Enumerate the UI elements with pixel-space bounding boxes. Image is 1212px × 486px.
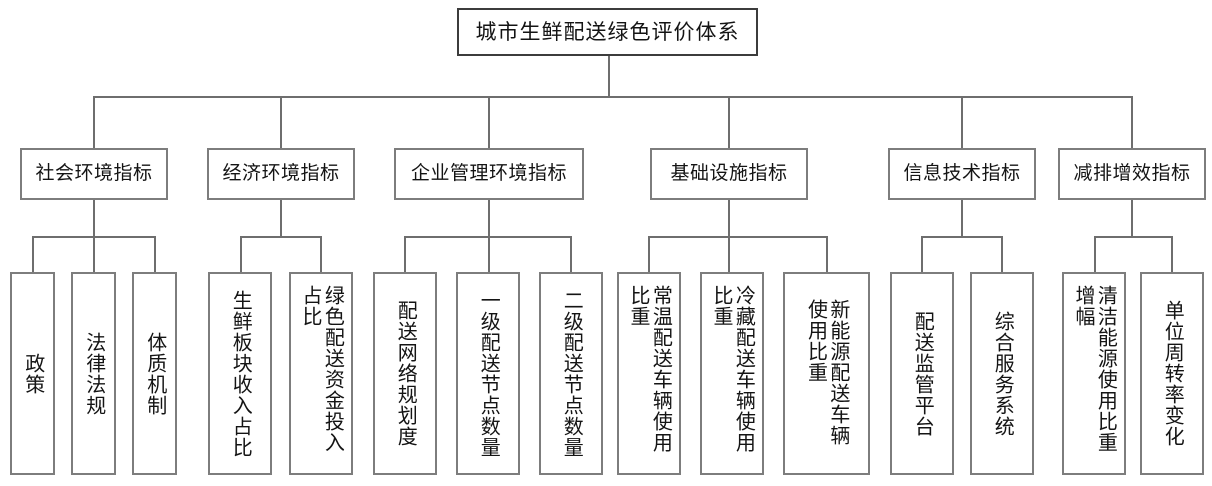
connector-group-2-drop-2: [320, 236, 322, 273]
category-node-information-technology[interactable]: 信息技术指标: [888, 148, 1036, 200]
leaf-node-primary-delivery-node-count[interactable]: 一级配送节点数量: [456, 272, 520, 475]
connector-bus-to-category-3: [488, 96, 490, 148]
leaf-node-integrated-service-system[interactable]: 综合服务系统: [970, 272, 1034, 475]
connector-group-4-drop-3: [826, 236, 828, 273]
leaf-label: 配送网络规划度: [394, 300, 417, 447]
leaf-node-fresh-sector-revenue-share[interactable]: 生鲜板块收入占比: [208, 272, 272, 475]
connector-group-2-bus: [240, 236, 321, 238]
leaf-node-policy[interactable]: 政策: [10, 272, 55, 475]
connector-group-4-drop-1: [648, 236, 650, 273]
leaf-node-new-energy-delivery-vehicle-share[interactable]: 新能源配送车辆使用比重: [783, 272, 870, 475]
leaf-node-unit-turnover-rate-change[interactable]: 单位周转率变化: [1140, 272, 1204, 475]
category-label: 企业管理环境指标: [410, 162, 567, 184]
leaf-label: 政策: [21, 352, 44, 395]
leaf-label: 清洁能源使用比重增幅: [1072, 284, 1117, 453]
connector-main-bus: [93, 96, 1133, 98]
connector-group-6-drop-2: [1171, 236, 1173, 273]
leaf-node-refrigerated-delivery-vehicle-share[interactable]: 冷藏配送车辆使用比重: [700, 272, 764, 475]
connector-category-2-stem: [280, 200, 282, 237]
connector-bus-to-category-6: [1131, 96, 1133, 148]
connector-category-5-stem: [961, 200, 963, 237]
leaf-label: 冷藏配送车辆使用比重: [710, 284, 755, 453]
category-node-enterprise-management-environment[interactable]: 企业管理环境指标: [394, 148, 584, 200]
connector-bus-to-category-2: [280, 96, 282, 148]
leaf-node-green-delivery-investment-share[interactable]: 绿色配送资金投入占比: [289, 272, 353, 475]
connector-group-5-drop-1: [921, 236, 923, 273]
connector-category-4-stem: [728, 200, 730, 237]
connector-bus-to-category-5: [961, 96, 963, 148]
leaf-label: 生鲜板块收入占比: [229, 289, 252, 458]
connector-bus-to-category-4: [728, 96, 730, 148]
leaf-node-secondary-delivery-node-count[interactable]: 二级配送节点数量: [539, 272, 603, 475]
connector-group-1-drop-3: [154, 236, 156, 273]
leaf-label: 一级配送节点数量: [477, 289, 500, 458]
connector-root-stem: [608, 56, 610, 97]
connector-group-4-drop-2: [728, 236, 730, 273]
leaf-node-laws-regulations[interactable]: 法律法规: [71, 272, 116, 475]
leaf-label: 二级配送节点数量: [560, 289, 583, 458]
leaf-label: 绿色配送资金投入占比: [299, 284, 344, 453]
category-label: 减排增效指标: [1073, 162, 1191, 184]
leaf-node-clean-energy-share-growth[interactable]: 清洁能源使用比重增幅: [1062, 272, 1126, 475]
leaf-label: 单位周转率变化: [1161, 300, 1184, 447]
leaf-node-delivery-supervision-platform[interactable]: 配送监管平台: [890, 272, 954, 475]
category-node-economic-environment[interactable]: 经济环境指标: [207, 148, 355, 200]
leaf-label: 常温配送车辆使用比重: [627, 284, 672, 453]
leaf-node-ambient-delivery-vehicle-share[interactable]: 常温配送车辆使用比重: [617, 272, 681, 475]
connector-group-3-drop-2: [488, 236, 490, 273]
connector-group-1-drop-2: [93, 236, 95, 273]
leaf-node-delivery-network-planning-degree[interactable]: 配送网络规划度: [373, 272, 437, 475]
connector-group-3-drop-3: [570, 236, 572, 273]
connector-category-6-stem: [1131, 200, 1133, 237]
leaf-label: 体质机制: [143, 331, 166, 416]
category-node-social-environment[interactable]: 社会环境指标: [20, 148, 168, 200]
category-label: 社会环境指标: [35, 162, 153, 184]
connector-group-5-bus: [921, 236, 1002, 238]
connector-group-1-drop-1: [32, 236, 34, 273]
category-label: 基础设施指标: [670, 162, 788, 184]
connector-group-2-drop-1: [240, 236, 242, 273]
root-node-evaluation-system[interactable]: 城市生鲜配送绿色评价体系: [457, 8, 758, 56]
leaf-label: 法律法规: [82, 331, 105, 416]
connector-group-6-bus: [1094, 236, 1173, 238]
connector-category-3-stem: [488, 200, 490, 237]
leaf-label: 配送监管平台: [911, 310, 934, 437]
category-node-emission-reduction[interactable]: 减排增效指标: [1058, 148, 1206, 200]
connector-group-5-drop-2: [1001, 236, 1003, 273]
connector-group-6-drop-1: [1094, 236, 1096, 273]
leaf-node-system-mechanism[interactable]: 体质机制: [132, 272, 177, 475]
leaf-label: 综合服务系统: [991, 310, 1014, 437]
leaf-label: 新能源配送车辆使用比重: [804, 298, 849, 446]
root-node-label: 城市生鲜配送绿色评价体系: [475, 19, 740, 44]
category-node-infrastructure[interactable]: 基础设施指标: [650, 148, 808, 200]
category-label: 经济环境指标: [222, 162, 340, 184]
connector-group-3-drop-1: [404, 236, 406, 273]
connector-category-1-stem: [93, 200, 95, 237]
connector-bus-to-category-1: [93, 96, 95, 148]
connector-group-4-bus: [648, 236, 828, 238]
category-label: 信息技术指标: [903, 162, 1021, 184]
